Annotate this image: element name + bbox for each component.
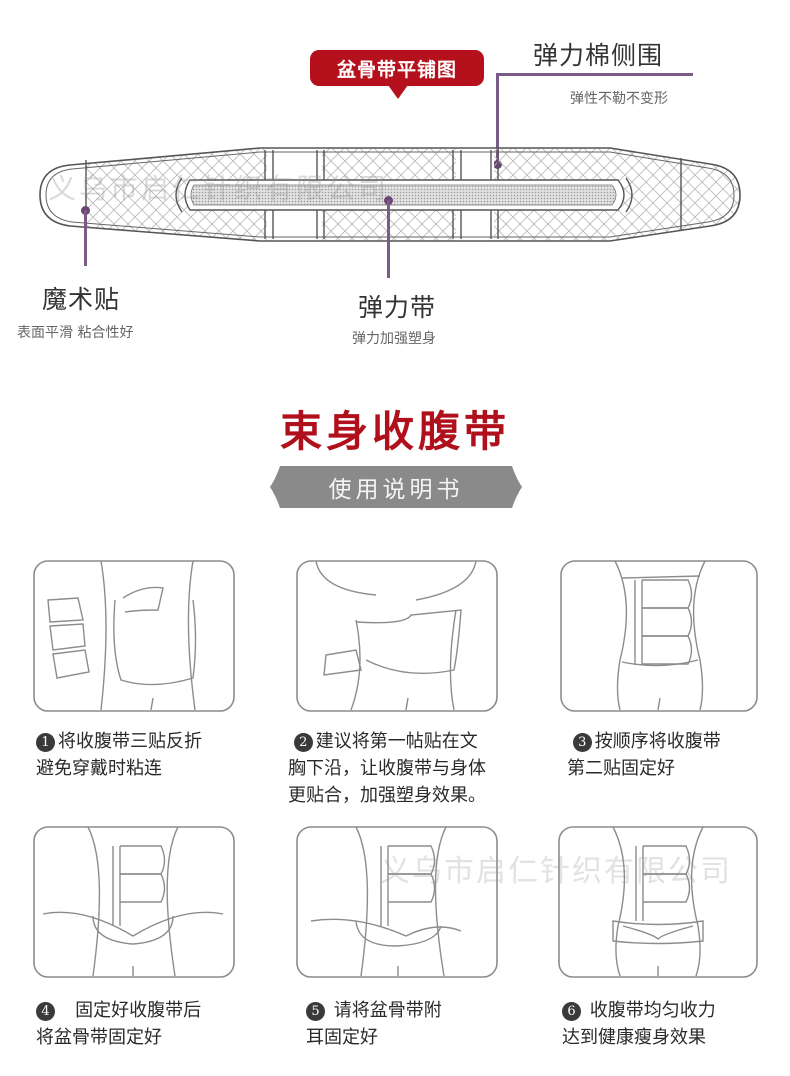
step-3-illustration bbox=[560, 560, 758, 712]
step-1-illustration bbox=[33, 560, 235, 712]
callout-elastic-subtitle: 弹力加强塑身 bbox=[352, 331, 436, 347]
step-5-illustration bbox=[296, 826, 498, 978]
callout-side-title: 弹力棉侧围 bbox=[533, 41, 664, 70]
step-1-number-badge: 1 bbox=[36, 733, 55, 752]
flat-layout-tag: 盆骨带平铺图 bbox=[310, 50, 484, 86]
step-6-caption: 6 收腹带均匀收力 达到健康瘦身效果 bbox=[562, 1000, 716, 1048]
leader-line-elastic bbox=[387, 200, 390, 278]
leader-line-side-h bbox=[496, 73, 693, 76]
callout-elastic-title: 弹力带 bbox=[358, 293, 437, 322]
step-6-number-badge: 6 bbox=[562, 1002, 581, 1021]
flat-layout-tag-label: 盆骨带平铺图 bbox=[336, 58, 457, 81]
leader-line-side-v bbox=[496, 73, 499, 163]
svg-text:义乌市启仁针织有限公司: 义乌市启仁针织有限公司 bbox=[48, 172, 389, 205]
page-title: 束身收腹带 bbox=[279, 407, 510, 456]
step-5-number-badge: 5 bbox=[306, 1002, 325, 1021]
step-3-number-badge: 3 bbox=[572, 733, 592, 752]
step-2-illustration bbox=[296, 560, 498, 712]
callout-velcro-subtitle: 表面平滑 粘合性好 bbox=[17, 325, 134, 341]
tag-pointer-arrow bbox=[388, 85, 408, 99]
step-6-illustration bbox=[558, 826, 758, 978]
pelvic-belt-illustration: 义乌市启仁针织有限公司 bbox=[39, 147, 741, 242]
callout-velcro-title: 魔术贴 bbox=[42, 285, 121, 314]
callout-side-subtitle: 弹性不勒不变形 bbox=[570, 91, 668, 107]
step-4-caption: 4 固定好收腹带后 将盆骨带固定好 bbox=[36, 1000, 202, 1048]
company-watermark: 义乌市启仁针织有限公司 bbox=[380, 854, 732, 889]
step-5-caption: 5 请将盆骨带附 耳固定好 bbox=[306, 1000, 442, 1048]
leader-line-velcro bbox=[84, 210, 87, 266]
step-4-number-badge: 4 bbox=[36, 1002, 55, 1021]
manual-subtitle: 使用说明书 bbox=[328, 477, 464, 503]
step-4-illustration bbox=[33, 826, 235, 978]
step-2-number-badge: 2 bbox=[293, 733, 313, 752]
manual-banner-shape bbox=[270, 466, 522, 508]
